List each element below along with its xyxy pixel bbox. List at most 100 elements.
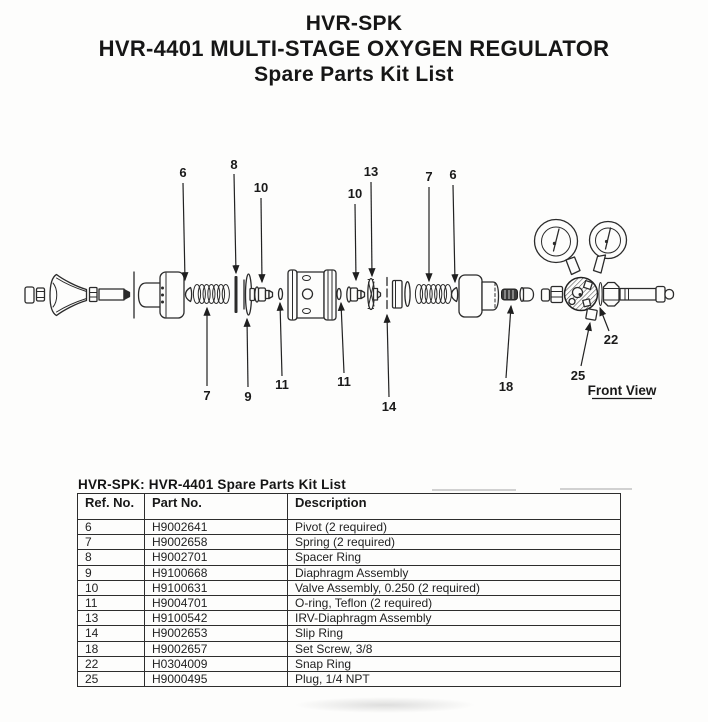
part-no-cell: H9100631 [144, 579, 288, 596]
valve-assembly-part [346, 286, 366, 303]
snap-ring-part [598, 282, 603, 306]
irv-diaphragm-part [367, 277, 382, 311]
description-header: Description [287, 493, 621, 520]
ref-no-cell: 11 [77, 594, 145, 612]
title-block: HVR-SPK HVR-4401 MULTI-STAGE OXYGEN REGU… [0, 11, 708, 88]
part-no-cell: H9004701 [144, 594, 288, 612]
description-cell: Diaphragm Assembly [287, 564, 621, 581]
callout-6-top-right: 6 [449, 167, 456, 182]
spring-part [414, 284, 452, 304]
part-no-cell: H9002701 [144, 549, 288, 566]
callout-11-bottom-right: 11 [337, 374, 351, 389]
ref-no-cell: 8 [77, 549, 145, 566]
description-cell: Spacer Ring [287, 549, 621, 566]
description-cell: Set Screw, 3/8 [287, 640, 621, 657]
o-ring-part [336, 287, 342, 301]
end-cap-part [519, 287, 535, 302]
callout-10-top-right: 10 [348, 186, 362, 201]
ref-no-cell: 22 [77, 655, 145, 672]
part-no-cell: H9002653 [144, 625, 288, 642]
parts-table-head: Ref. No. Part No. Description [77, 493, 621, 520]
gauge-left-icon [533, 218, 581, 276]
callout-14-bottom: 14 [382, 399, 397, 414]
regulator-body-part [563, 276, 599, 312]
cylinder-ring-part [391, 279, 403, 309]
description-cell: Plug, 1/4 NPT [287, 670, 621, 688]
callout-labels: 6 8 10 10 13 7 6 7 9 11 11 14 18 25 22 F… [179, 157, 656, 414]
valve-body-part [287, 269, 337, 321]
threaded-screw-part [98, 288, 131, 301]
ref-no-cell: 10 [77, 579, 145, 596]
callout-8-top: 8 [230, 157, 237, 172]
ref-no-cell: 14 [77, 625, 145, 642]
description-cell: Snap Ring [287, 655, 621, 672]
pivot-part [184, 286, 193, 303]
o-ring-part [277, 287, 284, 301]
description-cell: Slip Ring [287, 625, 621, 642]
sleeve-part [35, 287, 46, 302]
ref-no-cell: 18 [77, 640, 145, 657]
description-cell: Spring (2 required) [287, 534, 621, 551]
gauge-right-icon [588, 220, 628, 274]
part-no-cell: H9100668 [144, 564, 288, 581]
ref-no-cell: 13 [77, 610, 145, 627]
part-no-cell: H0304009 [144, 655, 288, 672]
set-screw-part [501, 288, 518, 301]
table-caption: HVR-SPK: HVR-4401 Spare Parts Kit List [78, 477, 346, 492]
outlet-pipe-part [619, 285, 675, 303]
callout-18-bottom: 18 [499, 379, 513, 394]
description-cell: IRV-Diaphragm Assembly [287, 610, 621, 627]
doc-title-product: HVR-4401 MULTI-STAGE OXYGEN REGULATOR [98, 36, 610, 61]
bonnet-left-part [133, 271, 185, 319]
header-row: Ref. No. Part No. Description [77, 493, 621, 520]
part-no-header: Part No. [144, 493, 288, 520]
callout-6-top-left: 6 [179, 165, 186, 180]
spring-part [192, 284, 230, 304]
diaphragm-assembly-part [243, 273, 256, 316]
description-cell: Valve Assembly, 0.250 (2 required) [287, 579, 621, 596]
pivot-part [450, 286, 459, 303]
callout-7-bottom: 7 [203, 388, 210, 403]
part-no-cell: H9000495 [144, 670, 288, 688]
adjust-nut-part [88, 286, 98, 303]
description-cell: Pivot (2 required) [287, 518, 621, 536]
callout-25-front: 25 [571, 368, 585, 383]
part-no-cell: H9002658 [144, 534, 288, 551]
inlet-fitting-part [540, 285, 564, 304]
gland-nut-part [602, 281, 620, 307]
knurled-nut-part [24, 286, 35, 304]
part-no-cell: H9100542 [144, 610, 288, 627]
handknob-part [49, 273, 88, 317]
doc-title-subtitle: Spare Parts Kit List [254, 63, 454, 86]
washer-part [404, 281, 411, 307]
callout-10-top-left: 10 [254, 180, 268, 195]
valve-assembly-part [254, 286, 274, 303]
bonnet-right-part [458, 274, 500, 318]
ref-no-cell: 25 [77, 670, 145, 688]
plug-part [585, 308, 598, 321]
exploded-parts-diagram: 6 8 10 10 13 7 6 7 9 11 11 14 18 25 22 F… [24, 157, 675, 414]
callout-13-top: 13 [364, 164, 378, 179]
scan-artifact [295, 697, 475, 713]
parts-table-section: HVR-SPK: HVR-4401 Spare Parts Kit List R… [77, 477, 621, 688]
ref-no-cell: 7 [77, 534, 145, 551]
ref-no-cell: 6 [77, 518, 145, 536]
front-view-label: Front View [588, 383, 657, 398]
callout-9-bottom: 9 [244, 389, 251, 404]
callout-22-front: 22 [604, 332, 618, 347]
ref-no-header: Ref. No. [77, 493, 145, 520]
